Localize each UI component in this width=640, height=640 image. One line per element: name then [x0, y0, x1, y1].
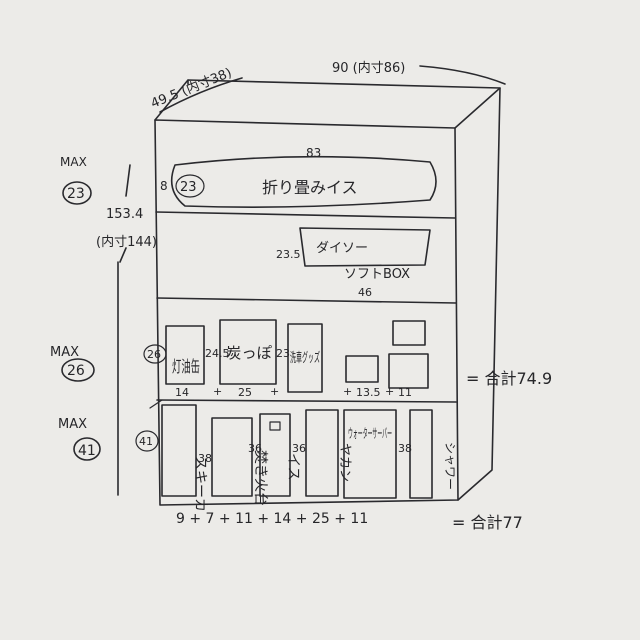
max-label-top: MAX 23	[60, 155, 92, 205]
shower-outline	[409, 409, 433, 499]
small-box-top	[392, 320, 426, 346]
charcoal-width: 25	[238, 386, 252, 399]
height-inner-label: (内寸144)	[96, 234, 157, 250]
middle-height-value: 26	[147, 348, 161, 361]
top-inner-width: 83	[306, 146, 321, 160]
chair-outline	[259, 413, 291, 497]
second-shelf: 23.5 ダイソー ソフトBOX 46	[276, 227, 431, 299]
soft-box-label-1: ダイソー	[316, 241, 368, 256]
charcoal-height: 24.5	[205, 347, 230, 360]
middle-shelf: 26 灯油缶 24.5 炭っぽ 23 洗車グッズ 14 + 25 + + 13.…	[143, 319, 552, 399]
car-wash-label: 洗車グッズ	[290, 350, 320, 366]
firepit-height: 38	[198, 452, 212, 465]
chair-height: 36	[248, 442, 262, 455]
soft-box-height: 23.5	[276, 248, 301, 261]
ski-carrier-label: スキーカ	[192, 456, 208, 512]
folding-chair-label: 折り畳みイス	[262, 178, 358, 197]
small-box-left	[345, 355, 379, 383]
dimension-lines	[117, 65, 506, 496]
svg-text:MAX: MAX	[58, 417, 87, 432]
svg-text:MAX: MAX	[50, 345, 79, 360]
kerosene-can-label: 灯油缶	[172, 357, 200, 376]
svg-text:+: +	[270, 385, 279, 398]
water-server-label: ウォーターサーバー	[348, 427, 392, 442]
max-label-bottom: MAX 41	[58, 417, 101, 461]
car-wash-height: 23	[276, 347, 290, 360]
chair-label: イス	[285, 453, 301, 481]
ski-carrier-outline	[161, 404, 197, 497]
small-box-right	[388, 353, 429, 389]
height-label: 153.4	[106, 207, 143, 222]
shower-label: シャワー	[443, 442, 457, 490]
svg-text:+: +	[213, 385, 222, 398]
bottom-sum: 9 + 7 + 11 + 14 + 25 + 11	[176, 511, 368, 527]
water-server-outline	[343, 409, 397, 499]
firepit-outline	[211, 417, 253, 497]
top-height-circle	[175, 174, 205, 198]
svg-text:41: 41	[78, 443, 96, 459]
kettle-height: 36	[292, 442, 306, 455]
charcoal-pot-outline	[219, 319, 277, 385]
chair-tag-icon	[269, 421, 281, 431]
svg-text:+: +	[385, 385, 394, 398]
car-wash-outline	[287, 323, 323, 393]
kerosene-width: 14	[175, 386, 189, 399]
shower-height: 38	[398, 442, 412, 455]
max-label-middle: MAX 26	[50, 345, 95, 382]
middle-total: = 合計74.9	[466, 369, 552, 388]
cabinet-outline	[149, 79, 501, 506]
folding-chair-outline	[170, 155, 437, 208]
bottom-height-circle	[135, 430, 159, 452]
last-width: 11	[398, 386, 412, 399]
depth-label: 49.5 (内寸38)	[149, 65, 235, 112]
width-label: 90 (内寸86)	[332, 60, 405, 76]
kerosene-can-outline	[165, 325, 205, 385]
top-left-mark: 8	[160, 179, 168, 193]
svg-text:MAX: MAX	[60, 155, 87, 169]
soft-box-outline	[299, 227, 431, 267]
small-box-width: 13.5	[356, 386, 381, 399]
top-shelf: 83 8 23 折り畳みイス	[160, 146, 437, 208]
kettle-outline	[305, 409, 339, 497]
soft-box-label-2: ソフトBOX	[344, 267, 410, 282]
svg-text:23: 23	[67, 186, 85, 202]
soft-box-width: 46	[358, 286, 372, 299]
bottom-shelf: 41 スキーカ 38 焚き火台 36 イス 36 ヤカン ウォーターサーバー 3…	[135, 404, 523, 532]
charcoal-pot-label: 炭っぽ	[226, 344, 272, 362]
bottom-height-value: 41	[139, 435, 153, 448]
svg-text:26: 26	[67, 363, 85, 379]
svg-text:+: +	[343, 385, 352, 398]
bottom-total: = 合計77	[452, 513, 523, 532]
top-height-value: 23	[180, 180, 197, 195]
